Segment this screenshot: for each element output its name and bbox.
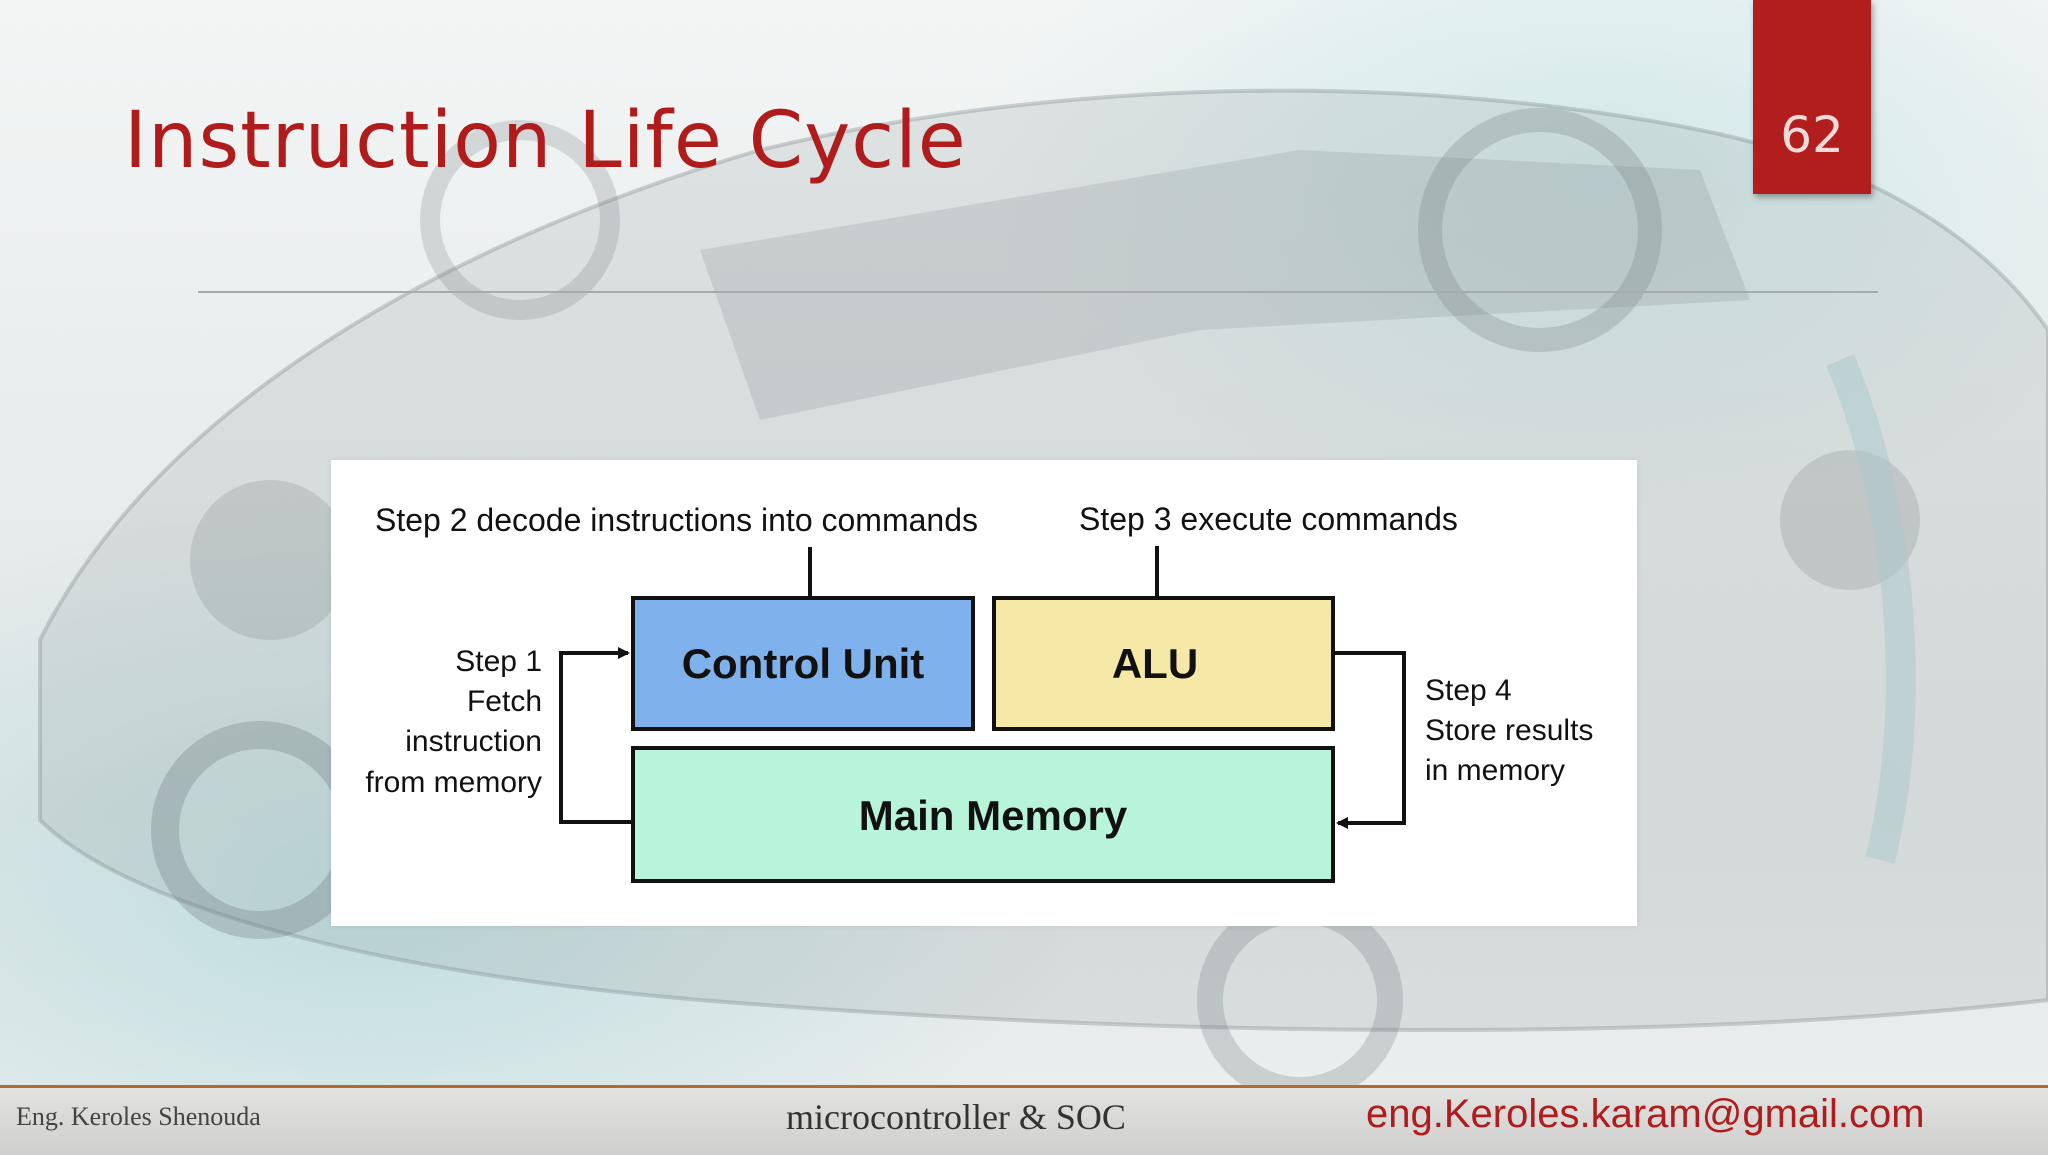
slide-title: Instruction Life Cycle [124,96,967,186]
step4-store-arrow [1333,651,1406,829]
control-unit-label: Control Unit [682,640,925,687]
slide-footer: Eng. Keroles Shenouda microcontroller & … [0,1085,2048,1155]
main-memory-box [631,746,1335,883]
step3-label: Step 3 execute commands [1079,501,1458,537]
step4-line-3: in memory [1425,754,1565,787]
alu-box [992,596,1335,731]
title-divider [198,291,1878,293]
instruction-cycle-diagram: Step 2 decode instructions into commands… [331,460,1637,926]
main-memory-label: Main Memory [859,792,1128,839]
page-number-tab: 62 [1753,0,1871,194]
step1-line-1: Step 1 [455,645,542,678]
page-number: 62 [1780,106,1844,164]
step4-line-2: Store results [1425,714,1593,747]
step1-line-3: instruction [405,725,542,758]
step1-line-2: Fetch [467,685,542,718]
footer-course: microcontroller & SOC [786,1097,1126,1137]
step2-label: Step 2 decode instructions into commands [375,502,978,538]
step4-line-1: Step 4 [1425,674,1512,707]
control-unit-box [631,596,975,731]
footer-email: eng.Keroles.karam@gmail.com [1366,1092,1925,1136]
footer-author: Eng. Keroles Shenouda [16,1102,261,1131]
step1-line-4: from memory [365,766,542,799]
alu-label: ALU [1112,640,1198,687]
step1-fetch-arrow [559,647,633,824]
